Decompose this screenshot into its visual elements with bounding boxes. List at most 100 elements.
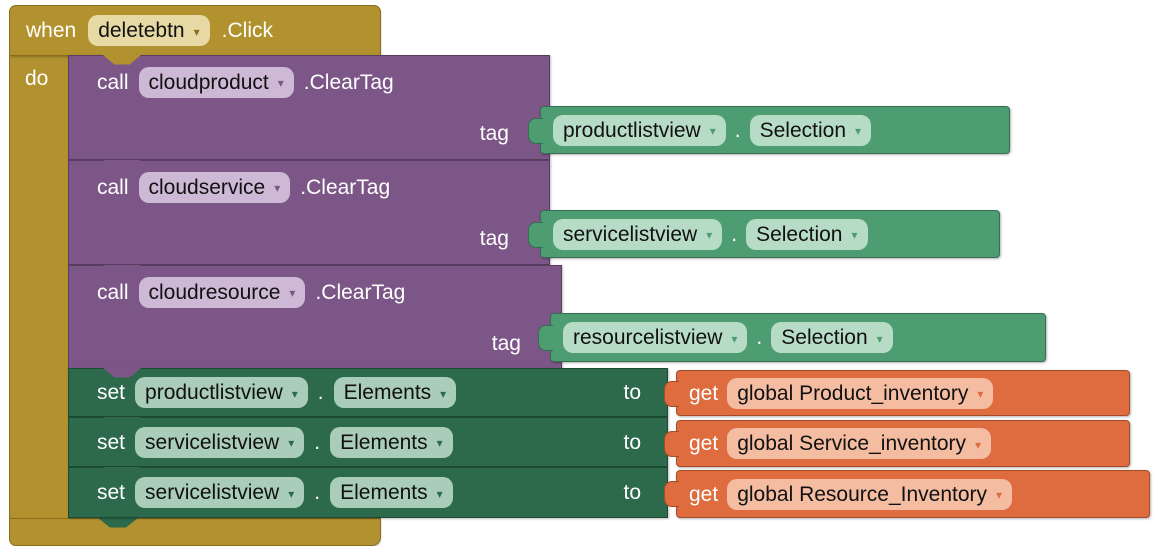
when-block-bottom-bar	[10, 519, 380, 545]
setter-property-dropdown[interactable]: Elements ▾	[330, 477, 453, 508]
connector-notch	[103, 160, 141, 170]
getter-property-name: Selection	[756, 222, 843, 246]
setter-property-dropdown[interactable]: Elements ▾	[330, 426, 453, 458]
dropdown-arrow-icon: ▾	[996, 488, 1003, 502]
connector-notch	[103, 417, 141, 427]
connector-notch	[103, 55, 141, 65]
to-label: to	[623, 481, 641, 504]
dropdown-arrow-icon: ▾	[291, 386, 298, 401]
set-property-block-3[interactable]: set servicelistview ▾ . Elements ▾ to	[68, 467, 668, 518]
get-keyword-label: get	[689, 381, 719, 405]
plug-connector	[664, 481, 679, 507]
connector-notch	[103, 265, 141, 275]
getter-property-dropdown[interactable]: Selection ▾	[749, 114, 872, 146]
do-label: do	[25, 67, 49, 90]
getter-component-dropdown[interactable]: resourcelistview ▾	[563, 322, 748, 353]
dropdown-arrow-icon: ▾	[289, 286, 296, 300]
dropdown-arrow-icon: ▾	[274, 181, 281, 195]
set-property-block-2[interactable]: set servicelistview ▾ . Elements ▾ to	[68, 417, 668, 467]
setter-component-dropdown[interactable]: productlistview ▾	[135, 377, 308, 408]
plug-connector	[528, 222, 543, 248]
getter-component-name: productlistview	[563, 118, 701, 142]
dropdown-arrow-icon: ▾	[436, 486, 443, 501]
plug-connector	[664, 431, 679, 457]
variable-name: global Product_inventory	[737, 381, 969, 405]
setter-component-name: servicelistview	[145, 481, 280, 504]
dropdown-arrow-icon: ▾	[855, 124, 862, 138]
plug-connector	[538, 325, 553, 351]
dot-separator: .	[756, 326, 763, 349]
method-component-dropdown[interactable]: cloudproduct ▾	[138, 66, 294, 98]
event-name-label: .Click	[221, 19, 273, 42]
component-getter-block-1[interactable]: productlistview ▾ . Selection ▾	[528, 106, 1010, 154]
call-cleartag-block-1[interactable]: call cloudproduct ▾ .ClearTag tag	[68, 55, 550, 160]
connector-notch	[103, 368, 141, 378]
dropdown-arrow-icon: ▾	[193, 24, 200, 39]
event-component-dropdown[interactable]: deletebtn ▾	[88, 15, 210, 46]
to-label: to	[623, 430, 641, 454]
dropdown-arrow-icon: ▾	[876, 331, 883, 346]
set-property-block-1[interactable]: set productlistview ▾ . Elements ▾ to	[68, 368, 668, 417]
get-variable-block-1[interactable]: get global Product_inventory ▾	[664, 370, 1130, 416]
get-variable-block-3[interactable]: get global Resource_Inventory ▾	[664, 470, 1150, 518]
getter-component-name: servicelistview	[563, 222, 698, 246]
call-keyword-label: call	[97, 280, 129, 304]
set-keyword-label: set	[97, 430, 126, 454]
dropdown-arrow-icon: ▾	[851, 228, 858, 242]
dot-separator: .	[731, 222, 738, 246]
method-component-name: cloudservice	[148, 175, 266, 199]
setter-property-name: Elements	[340, 430, 428, 454]
param-label-tag: tag	[491, 332, 521, 355]
variable-dropdown[interactable]: global Product_inventory ▾	[727, 377, 994, 409]
connector-notch	[103, 467, 141, 477]
setter-component-dropdown[interactable]: servicelistview ▾	[135, 477, 305, 508]
dropdown-arrow-icon: ▾	[440, 386, 447, 401]
method-component-name: cloudproduct	[148, 70, 269, 94]
component-getter-block-3[interactable]: resourcelistview ▾ . Selection ▾	[538, 313, 1046, 362]
getter-property-name: Selection	[781, 326, 868, 349]
call-keyword-label: call	[97, 70, 129, 94]
when-event-block[interactable]: when deletebtn ▾ .Click	[10, 6, 380, 55]
setter-property-name: Elements	[343, 381, 432, 404]
dropdown-arrow-icon: ▾	[709, 124, 716, 138]
getter-component-dropdown[interactable]: productlistview ▾	[553, 114, 726, 146]
method-component-dropdown[interactable]: cloudresource ▾	[138, 276, 306, 308]
variable-dropdown[interactable]: global Service_inventory ▾	[727, 428, 992, 459]
when-block-left-column	[10, 55, 68, 519]
getter-component-dropdown[interactable]: servicelistview ▾	[553, 218, 723, 250]
getter-property-dropdown[interactable]: Selection ▾	[746, 218, 868, 250]
get-keyword-label: get	[689, 482, 719, 506]
call-cleartag-block-3[interactable]: call cloudresource ▾ .ClearTag tag	[68, 265, 562, 370]
variable-name: global Service_inventory	[737, 432, 966, 455]
call-cleartag-block-2[interactable]: call cloudservice ▾ .ClearTag tag	[68, 160, 550, 265]
plug-connector	[664, 381, 679, 407]
dot-separator: .	[317, 381, 324, 404]
dropdown-arrow-icon: ▾	[731, 331, 738, 346]
connector-tab	[98, 518, 138, 528]
set-keyword-label: set	[97, 481, 126, 504]
dropdown-arrow-icon: ▾	[277, 76, 284, 90]
dropdown-arrow-icon: ▾	[288, 486, 295, 501]
setter-property-name: Elements	[340, 481, 428, 504]
to-label: to	[623, 381, 641, 404]
dot-separator: .	[314, 481, 321, 504]
dot-separator: .	[314, 430, 321, 454]
variable-dropdown[interactable]: global Resource_Inventory ▾	[727, 478, 1013, 510]
dot-separator: .	[734, 118, 741, 142]
event-component-name: deletebtn	[98, 19, 185, 42]
variable-name: global Resource_Inventory	[737, 482, 988, 506]
method-component-dropdown[interactable]: cloudservice ▾	[138, 171, 291, 203]
dropdown-arrow-icon: ▾	[977, 387, 984, 401]
component-getter-block-2[interactable]: servicelistview ▾ . Selection ▾	[528, 210, 1000, 258]
method-component-name: cloudresource	[148, 280, 281, 304]
setter-property-dropdown[interactable]: Elements ▾	[333, 377, 457, 408]
getter-property-dropdown[interactable]: Selection ▾	[771, 322, 893, 353]
dropdown-arrow-icon: ▾	[436, 436, 443, 450]
getter-component-name: resourcelistview	[573, 326, 723, 349]
method-name-label: .ClearTag	[315, 280, 406, 304]
setter-component-dropdown[interactable]: servicelistview ▾	[135, 426, 305, 458]
call-keyword-label: call	[97, 175, 129, 199]
method-name-label: .ClearTag	[300, 175, 391, 199]
get-variable-block-2[interactable]: get global Service_inventory ▾	[664, 420, 1130, 467]
